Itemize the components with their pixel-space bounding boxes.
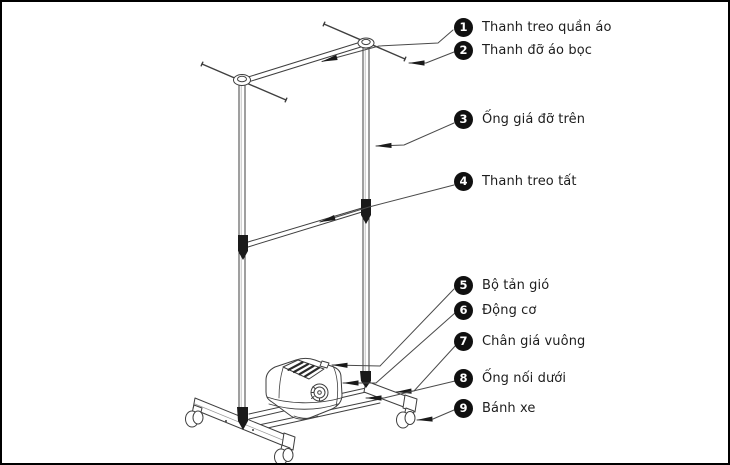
top-hanging-bar [244, 40, 365, 84]
callout-2-badge: 2 [454, 41, 473, 60]
callout-6-label: Động cơ [482, 303, 537, 318]
callout-9-badge: 9 [454, 399, 473, 418]
callout-1-badge: 1 [454, 18, 473, 37]
callout-4-badge: 4 [454, 172, 473, 191]
callout-row-6: 6 Động cơ [454, 301, 536, 320]
callout-7-label: Chân giá vuông [482, 334, 586, 349]
callout-row-3: 3 Ống giá đỡ trên [454, 110, 585, 129]
callout-3-label: Ống giá đỡ trên [482, 112, 586, 127]
hanger-support-arms [200, 21, 407, 103]
callout-5-badge: 5 [454, 276, 473, 295]
callout-row-2: 2 Thanh đỡ áo bọc [454, 41, 592, 60]
pole-clamps [238, 199, 371, 260]
callout-2-label: Thanh đỡ áo bọc [482, 43, 593, 58]
callout-row-9: 9 Bánh xe [454, 399, 536, 418]
callout-row-8: 8 Ống nối dưới [454, 369, 566, 388]
leader-lines [319, 29, 457, 422]
callout-row-5: 5 Bộ tản gió [454, 276, 549, 295]
fan-vent-panel [282, 359, 330, 380]
callout-3-badge: 3 [454, 110, 473, 129]
fan-port [310, 383, 329, 402]
caster-wheels [185, 404, 416, 463]
callout-8-label: Ống nối dưới [482, 371, 567, 386]
callout-7-badge: 7 [454, 332, 473, 351]
callout-row-4: 4 Thanh treo tất [454, 172, 577, 191]
callout-1-label: Thanh treo quần áo [482, 20, 612, 35]
callout-6-badge: 6 [454, 301, 473, 320]
callout-9-label: Bánh xe [482, 401, 536, 416]
pole-feet [237, 371, 371, 430]
callout-4-label: Thanh treo tất [482, 174, 577, 189]
callout-row-7: 7 Chân giá vuông [454, 332, 585, 351]
callout-row-1: 1 Thanh treo quần áo [454, 18, 612, 37]
motor-fan-unit [265, 358, 343, 420]
top-joint-fittings [233, 37, 375, 86]
sock-hanging-bar [247, 207, 363, 248]
callout-5-label: Bộ tản gió [482, 278, 550, 293]
callout-8-badge: 8 [454, 369, 473, 388]
